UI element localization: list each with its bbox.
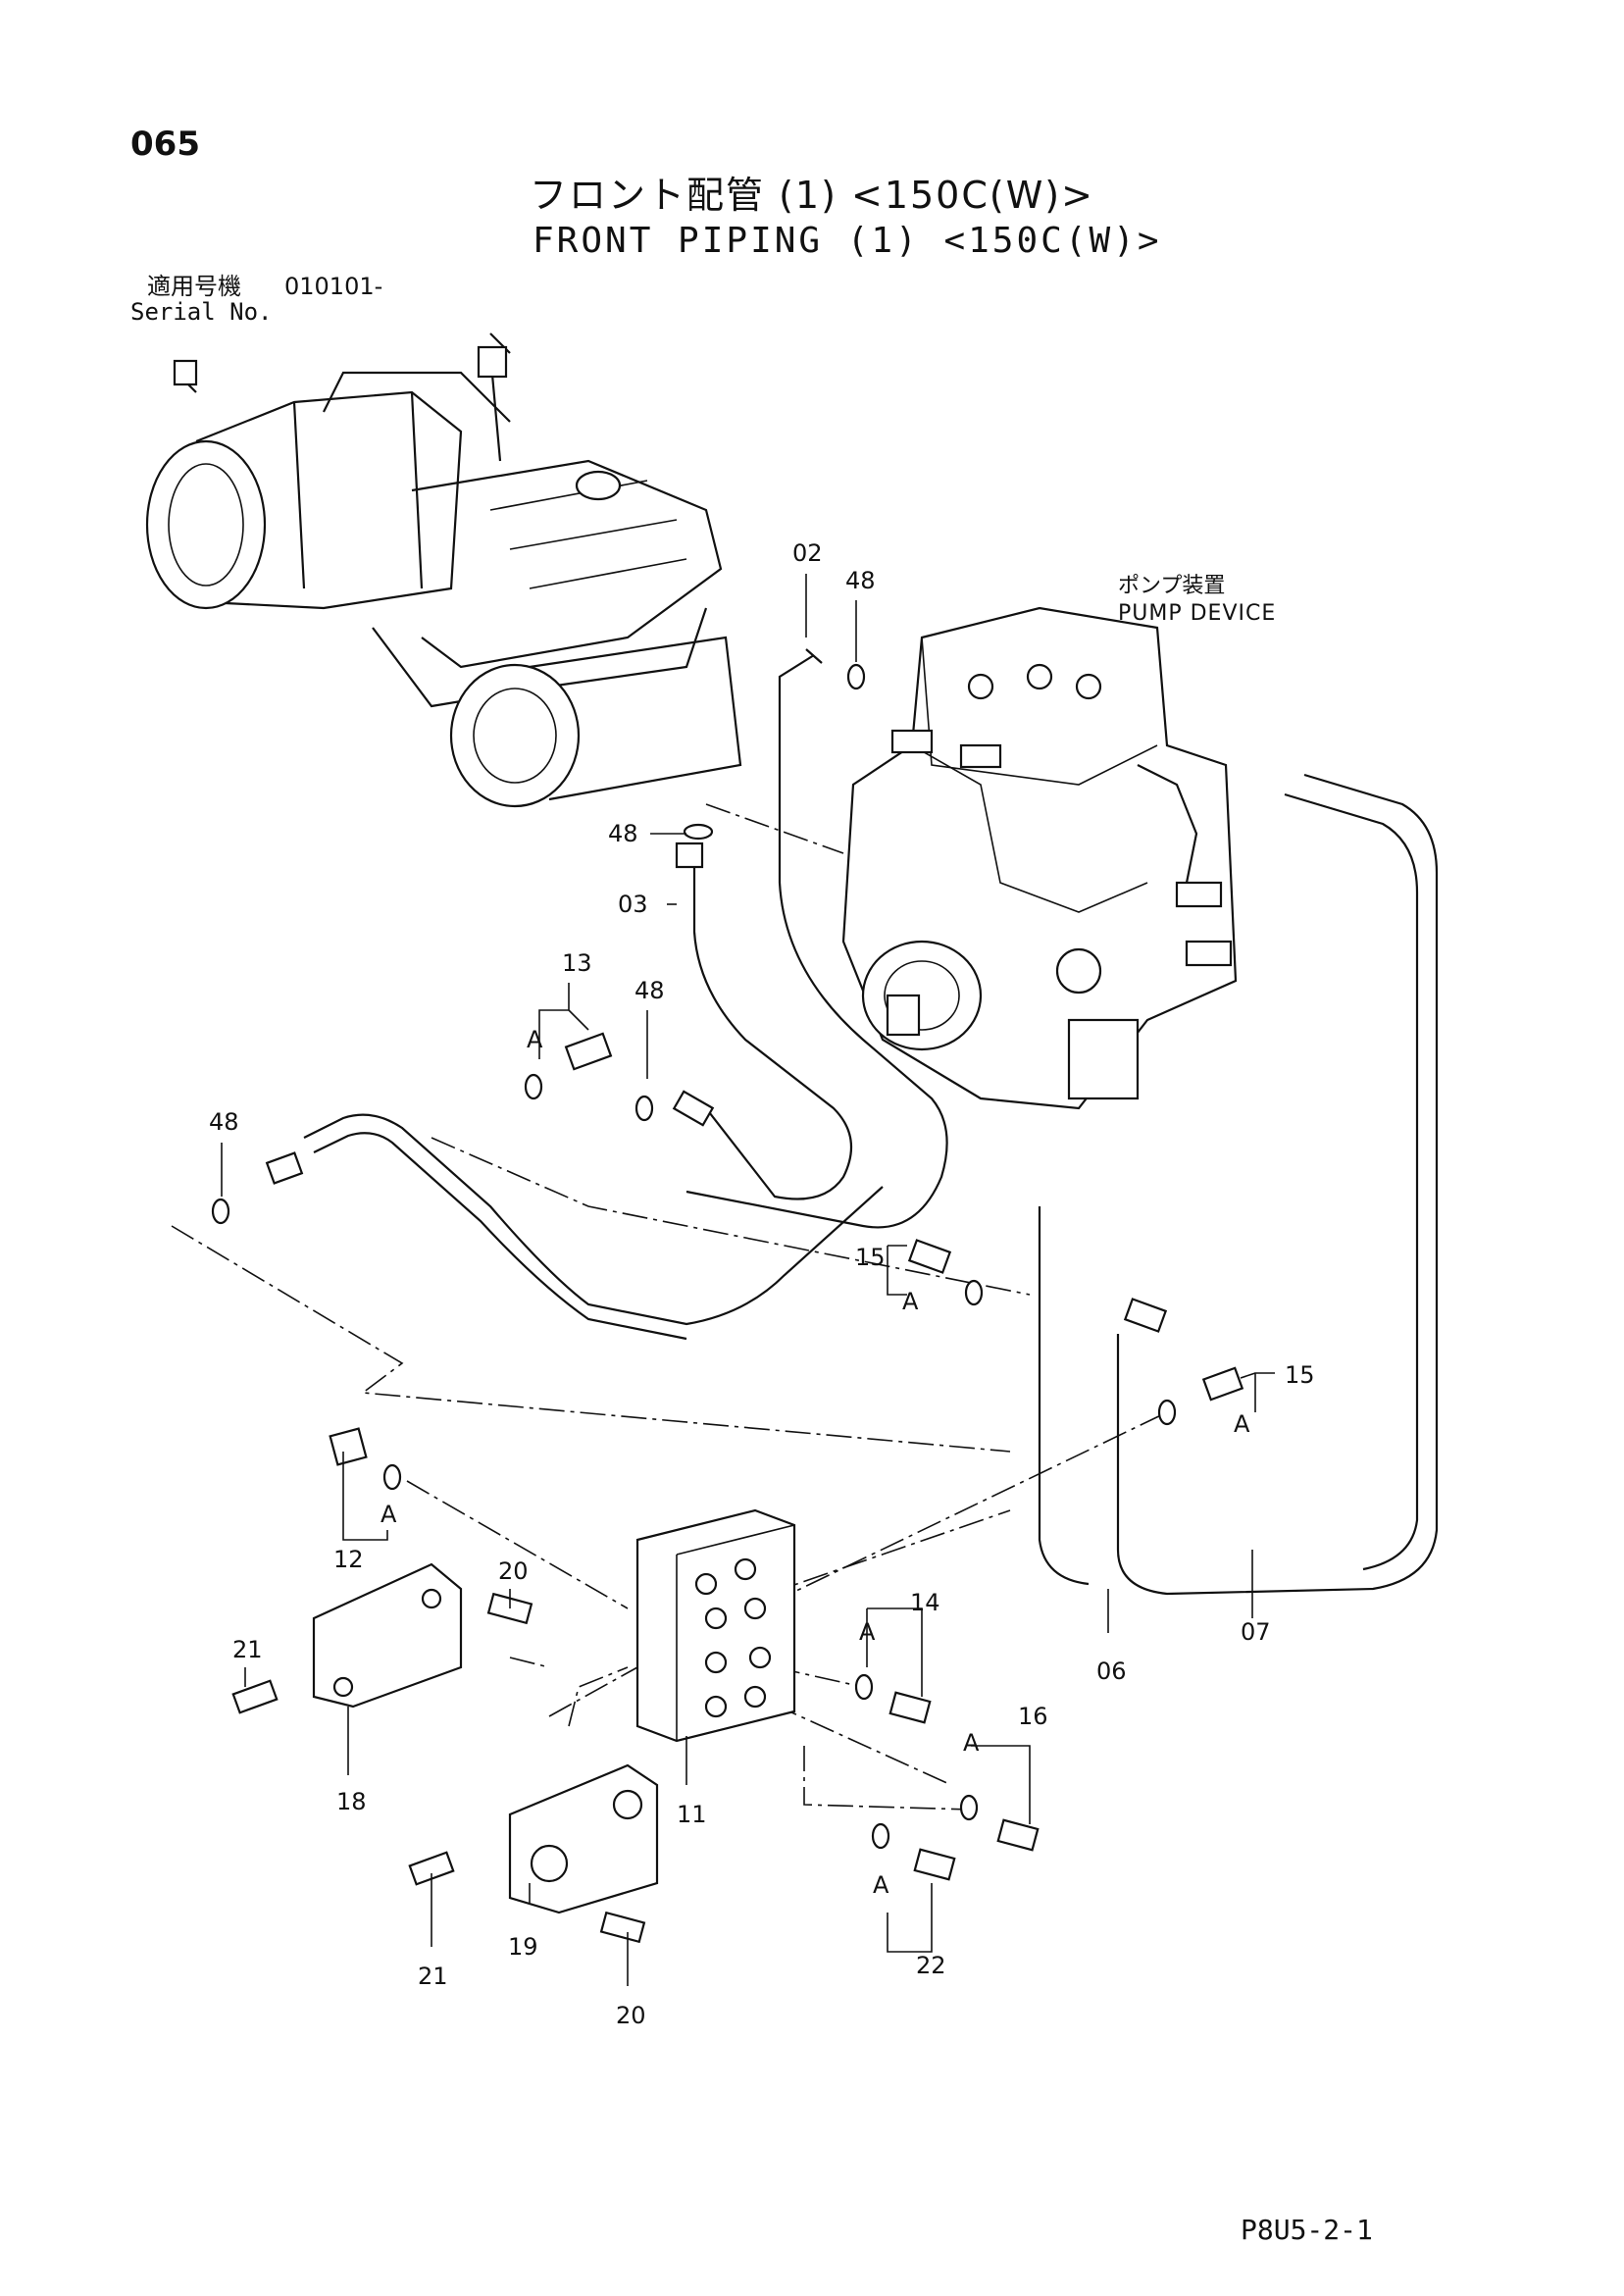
- detail-marker-a: A: [381, 1501, 397, 1528]
- bracket-18: [312, 1562, 463, 1709]
- reference-code: P8U5-2-1: [1241, 2214, 1373, 2246]
- leader-lines: [221, 574, 1275, 1986]
- callout-07: 07: [1241, 1618, 1271, 1646]
- machine-overview-illustration: [145, 332, 742, 808]
- hose-03: [692, 853, 853, 1200]
- title-japanese: フロント配管 (1) <150C(W)>: [530, 174, 1094, 217]
- callout-48-right: 48: [634, 977, 665, 1004]
- detail-marker-a: A: [902, 1288, 919, 1315]
- callout-02: 02: [792, 539, 823, 567]
- fittings: [231, 842, 1244, 1944]
- callout-16: 16: [1018, 1703, 1048, 1730]
- callout-11: 11: [677, 1801, 707, 1828]
- callout-03: 03: [618, 891, 648, 918]
- callout-06: 06: [1096, 1658, 1127, 1685]
- serial-number-value: 010101-: [284, 273, 383, 300]
- callout-14: 14: [910, 1589, 940, 1616]
- bracket-19: [508, 1763, 659, 1914]
- serial-label-japanese: 適用号機: [147, 273, 241, 300]
- callout-19: 19: [508, 1933, 538, 1961]
- callout-20-lower: 20: [616, 2002, 646, 2029]
- pipe-left: [303, 1113, 884, 1326]
- hose-02: [685, 654, 948, 1229]
- callout-13: 13: [562, 949, 592, 977]
- callout-20-upper: 20: [498, 1557, 529, 1585]
- callout-21-upper: 21: [232, 1636, 263, 1663]
- callout-48-left: 48: [209, 1108, 239, 1136]
- valve-block-11: [635, 1508, 796, 1743]
- serial-label-english: Serial No.: [130, 298, 273, 326]
- page-number: 065: [130, 125, 200, 164]
- detail-marker-a: A: [527, 1026, 543, 1053]
- pump-device-label-english: PUMP DEVICE: [1118, 601, 1277, 626]
- hose-06: [1038, 1206, 1090, 1586]
- callout-12: 12: [333, 1546, 364, 1573]
- pump-device-label-japanese: ポンプ装置: [1118, 574, 1226, 598]
- callout-48-middle: 48: [608, 820, 638, 847]
- detail-marker-a: A: [1234, 1410, 1250, 1438]
- detail-marker-a: A: [963, 1729, 980, 1757]
- title-english: FRONT PIPING (1) <150C(W)>: [533, 221, 1162, 261]
- detail-marker-a: A: [873, 1871, 889, 1899]
- hose-07: [1116, 773, 1439, 1596]
- o-rings: [211, 663, 1177, 1850]
- detail-marker-a: A: [859, 1618, 876, 1646]
- callout-21-lower: 21: [418, 1963, 448, 1990]
- callout-15-left: 15: [855, 1244, 886, 1271]
- callout-15-right: 15: [1285, 1361, 1315, 1389]
- callout-18: 18: [336, 1788, 367, 1815]
- pump-device-illustration: [841, 606, 1238, 1110]
- callout-22: 22: [916, 1952, 946, 1979]
- callout-48-upper: 48: [845, 567, 876, 594]
